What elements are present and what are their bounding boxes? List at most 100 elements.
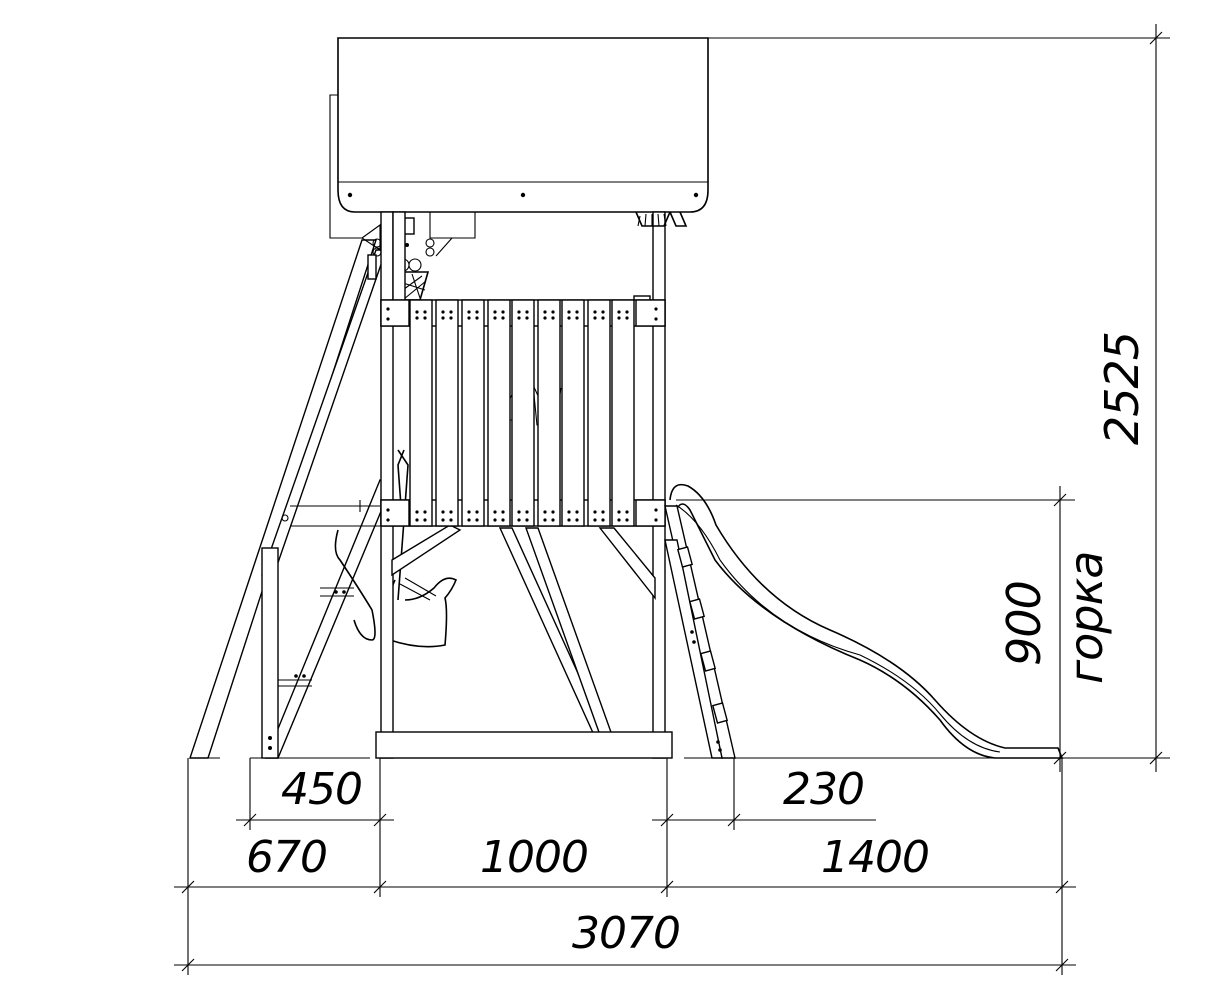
fence-bolt (617, 310, 621, 314)
slide (669, 483, 1064, 759)
fence-bolt (525, 310, 529, 314)
fence-bolt (575, 310, 579, 314)
fence-bolt (551, 316, 555, 320)
fence-bolt (493, 510, 497, 514)
fence-bolt (475, 518, 479, 522)
fence-bolt (625, 518, 629, 522)
fence-bolt (423, 510, 427, 514)
roof-bell (635, 211, 688, 227)
fence-bolt (475, 510, 479, 514)
fence-bolt (567, 310, 571, 314)
fence-corner (380, 499, 410, 527)
fence-bolt (567, 316, 571, 320)
fence-bolt (517, 510, 521, 514)
fence-bolt (517, 316, 521, 320)
fence-bolt (593, 510, 597, 514)
fence-bolt (415, 510, 419, 514)
fence-bolt (617, 316, 621, 320)
fence-slat (611, 299, 635, 527)
fence-bolt (386, 317, 390, 321)
fence-slat (435, 299, 459, 527)
dim-right-inner: 230 (783, 764, 864, 815)
fence-bolt (567, 518, 571, 522)
fence-bolt (423, 316, 427, 320)
fence-bolt (654, 317, 658, 321)
fence-bolt (441, 316, 445, 320)
fence-bolt (467, 518, 471, 522)
tower (375, 211, 673, 759)
fence-bolt (525, 316, 529, 320)
fence-bolt (493, 310, 497, 314)
fence-bolt (386, 518, 390, 522)
fence-bolt (501, 510, 505, 514)
fence-bolt (525, 510, 529, 514)
fence-bolt (567, 510, 571, 514)
fence-bolt (386, 307, 390, 311)
fence-slat (587, 299, 611, 527)
fence-bolt (423, 310, 427, 314)
fence-corner (380, 299, 410, 327)
fence-bolt (467, 310, 471, 314)
dim-total-height: 2525 (1095, 332, 1149, 445)
fence-bolt (654, 518, 658, 522)
fence-bolt (501, 518, 505, 522)
fence-bolt (467, 316, 471, 320)
fence-bolt (601, 316, 605, 320)
fence-corner (635, 499, 666, 527)
fence-bolt (551, 518, 555, 522)
roof (329, 37, 709, 239)
fence-bolt (551, 510, 555, 514)
fence-bolt (593, 310, 597, 314)
fence-bolt (449, 518, 453, 522)
fence-bolt (441, 518, 445, 522)
fence-bolt (501, 316, 505, 320)
fence-bolt (517, 518, 521, 522)
fence-bolt (543, 310, 547, 314)
fence-bolt (441, 310, 445, 314)
fence-bolt (593, 518, 597, 522)
fence-bolt (601, 510, 605, 514)
fence-bolt (575, 316, 579, 320)
fence-bolt (449, 310, 453, 314)
fence-bolt (386, 508, 390, 512)
fence-bolt (525, 518, 529, 522)
fence-bolt (441, 510, 445, 514)
fence-slat (487, 299, 511, 527)
fence-bolt (617, 518, 621, 522)
fence-bolt (449, 510, 453, 514)
ladder (664, 505, 736, 759)
fence-bolt (593, 316, 597, 320)
fence-bolt (543, 510, 547, 514)
fence-bolt (575, 518, 579, 522)
fence-slat (409, 299, 433, 527)
fence-slat (461, 299, 485, 527)
fence-bolt (543, 518, 547, 522)
fence-bolt (501, 310, 505, 314)
dim-left-section: 670 (246, 832, 327, 883)
fence-bolt (415, 316, 419, 320)
fence-bolt (625, 510, 629, 514)
fence-bolt (551, 310, 555, 314)
fence-bolt (475, 316, 479, 320)
fence-bolt (654, 307, 658, 311)
fence-bolt (625, 316, 629, 320)
dim-left-inner: 450 (281, 764, 362, 815)
slide-label: горка (1059, 552, 1113, 684)
fence-bolt (493, 316, 497, 320)
fence-bolt (415, 310, 419, 314)
fence (380, 299, 666, 527)
fence-bolt (601, 310, 605, 314)
fence-bolt (543, 316, 547, 320)
fence-bolt (415, 518, 419, 522)
fence-bolt (617, 510, 621, 514)
dim-center-section: 1000 (480, 832, 588, 883)
fence-bolt (493, 518, 497, 522)
fence-bolt (625, 310, 629, 314)
dim-total-width: 3070 (572, 908, 680, 959)
dimension-lines (174, 24, 1170, 975)
fence-bolt (517, 310, 521, 314)
fence-bolt (449, 316, 453, 320)
fence-corner (635, 299, 666, 327)
fence-slat (561, 299, 585, 527)
